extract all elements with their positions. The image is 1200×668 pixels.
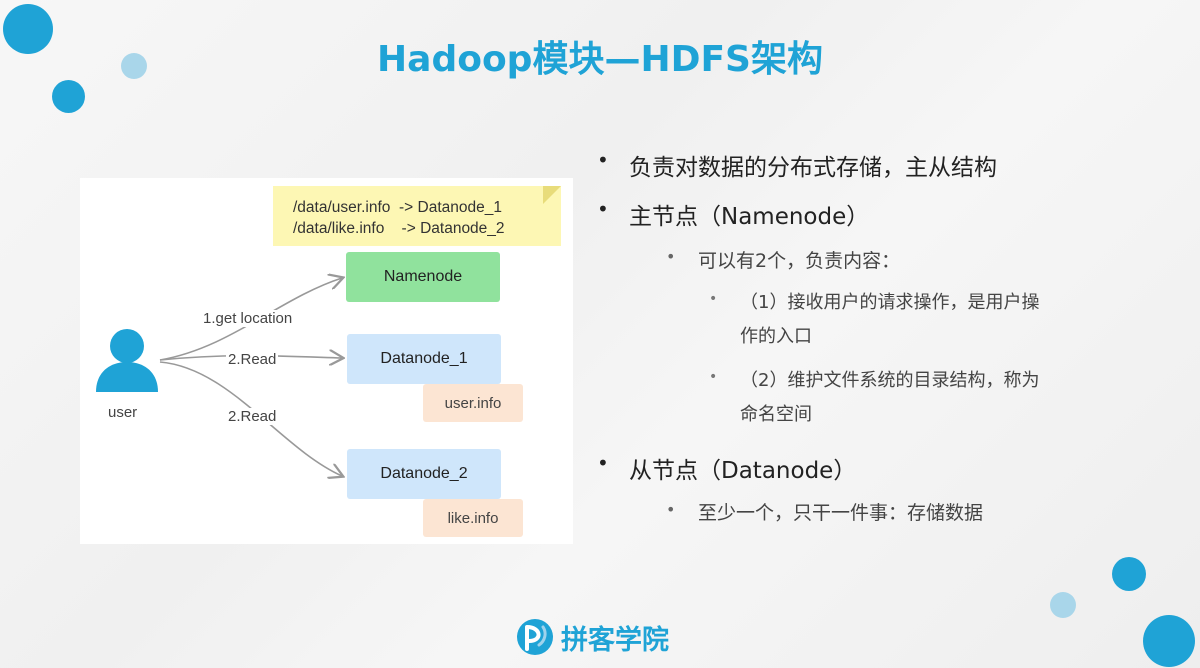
hdfs-diagram: /data/user.info -> Datanode_1 /data/like… (80, 178, 573, 544)
note-line: /data/like.info -> Datanode_2 (293, 220, 505, 237)
file-like-info: like.info (423, 499, 523, 537)
note-line: /data/user.info -> Datanode_1 (293, 199, 502, 216)
bullet-hdfs-role: 负责对数据的分布式存储，主从结构 (629, 155, 997, 181)
bullet-namenode-count: 可以有2个，负责内容： (698, 250, 901, 272)
decor-dot (1112, 557, 1146, 591)
edge-label-read-2: 2.Read (226, 408, 279, 425)
namenode-metadata-note: /data/user.info -> Datanode_1 /data/like… (273, 186, 561, 246)
edge-label-read-1: 2.Read (226, 351, 279, 368)
user-label: user (108, 404, 138, 421)
edge-label-get-location: 1.get location (201, 310, 295, 327)
datanode-2-box: Datanode_2 (347, 449, 501, 499)
text-line: （2）维护文件系统的目录结构，称为 (740, 370, 1040, 391)
bullet-mark: • (709, 291, 718, 307)
bullet-mark: • (709, 369, 718, 385)
note-fold (543, 186, 561, 204)
namenode-box: Namenode (346, 252, 500, 302)
decor-dot (1143, 615, 1195, 667)
decor-dot (1050, 592, 1076, 618)
text-line: 作的入口 (740, 326, 812, 347)
user-icon (96, 329, 158, 392)
slide-title: Hadoop模块—HDFS架构 (377, 39, 823, 80)
bullet-datanode-duty: 至少一个，只干一件事：存储数据 (698, 502, 984, 524)
bullet-mark: • (597, 451, 609, 475)
datanode-1-box: Datanode_1 (347, 334, 501, 384)
bullet-namenode: 主节点（Namenode） (629, 204, 870, 230)
pinke-logo: 拼客学院 (515, 617, 669, 657)
bullet-datanode: 从节点（Datanode） (629, 458, 857, 484)
decor-dot (52, 80, 85, 113)
text-line: 命名空间 (740, 404, 812, 425)
pinke-logo-icon (517, 619, 553, 655)
bullet-mark: • (597, 197, 609, 221)
bullet-namenode-duty-2: （2）维护文件系统的目录结构，称为 命名空间 (740, 364, 1140, 432)
text-line: （1）接收用户的请求操作，是用户操 (740, 292, 1040, 313)
file-user-info: user.info (423, 384, 523, 422)
bullet-mark: • (597, 148, 609, 172)
logo-text: 拼客学院 (561, 624, 669, 656)
bullet-mark: • (666, 247, 676, 266)
bullet-mark: • (666, 500, 676, 519)
decor-dot (121, 53, 147, 79)
bullet-namenode-duty-1: （1）接收用户的请求操作，是用户操 作的入口 (740, 286, 1140, 354)
decor-dot (3, 4, 53, 54)
